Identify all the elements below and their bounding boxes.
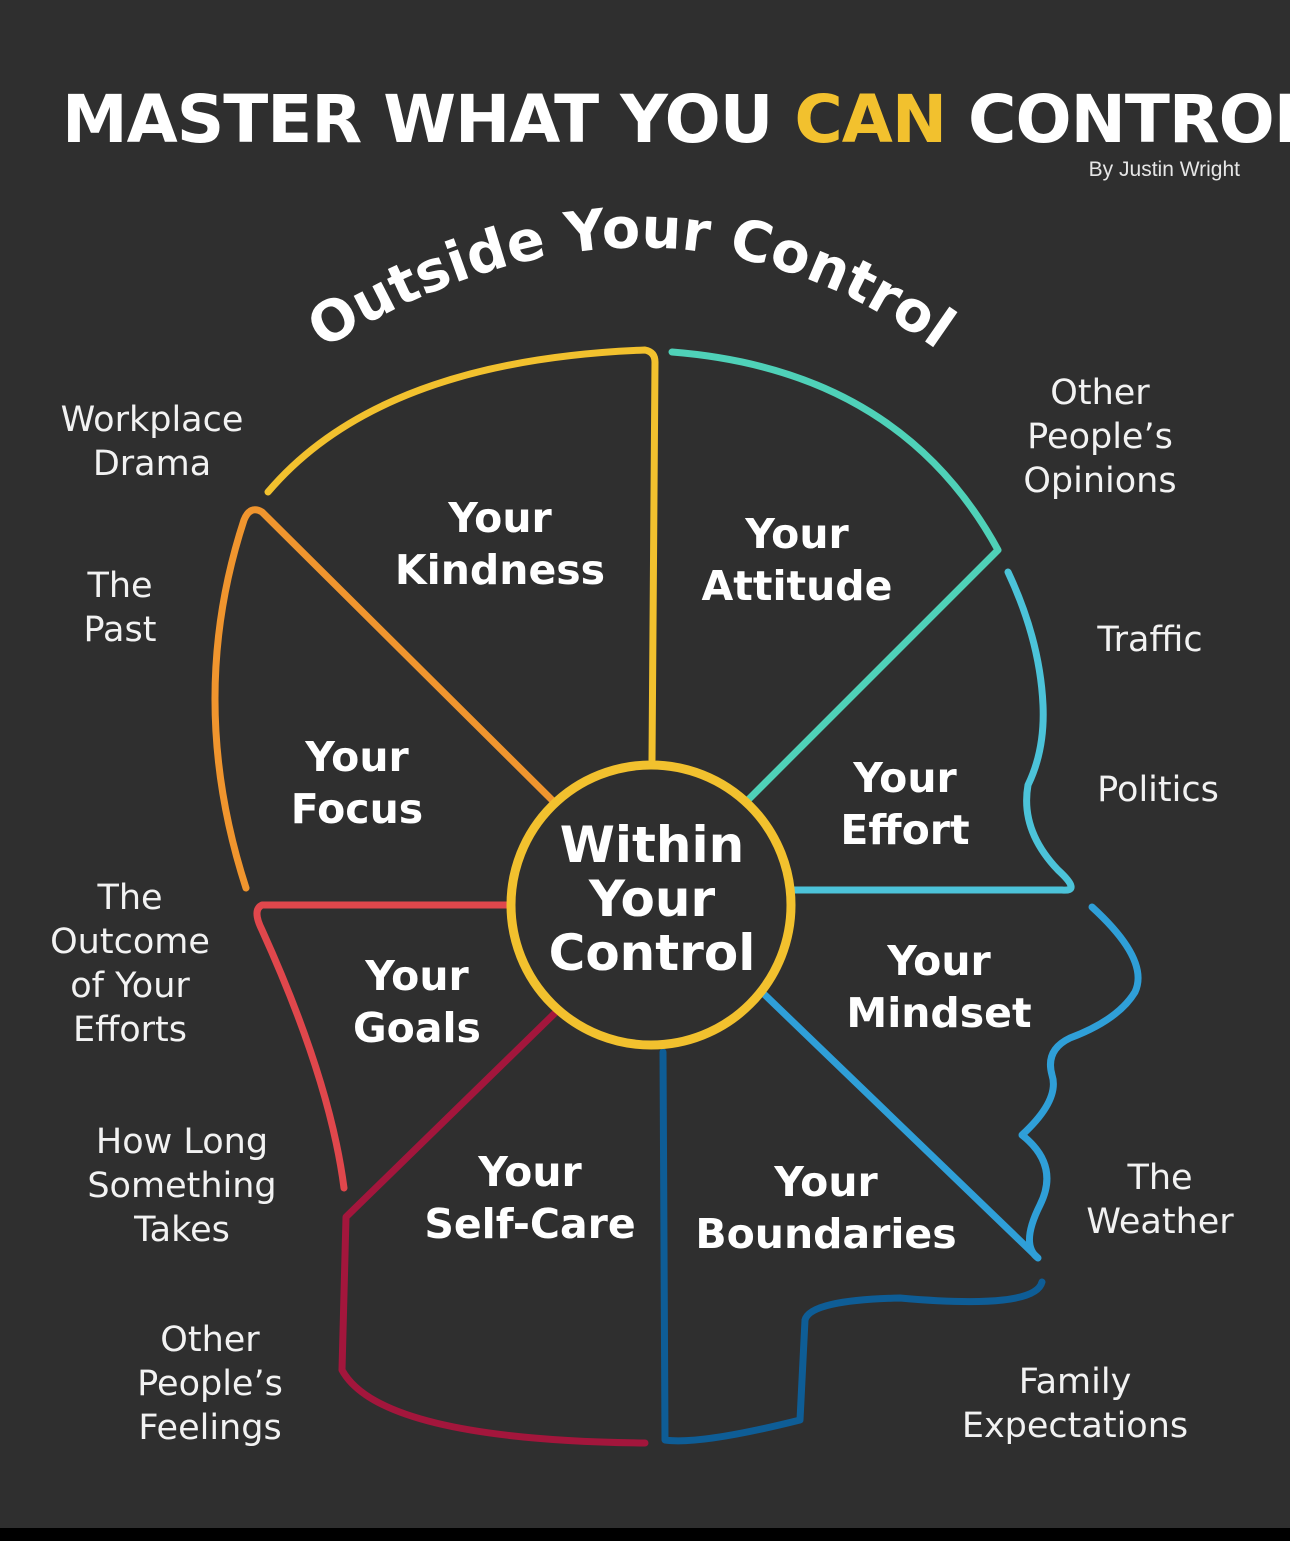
inside-item-focus: Your Focus: [290, 733, 424, 833]
outside-control-arc-label: Outside Your Control: [297, 196, 966, 361]
inside-item-mindset: Your Mindset: [846, 937, 1032, 1037]
mindset-outline: [761, 903, 1142, 1262]
inside-item-effort: Your Effort: [840, 754, 970, 854]
goals-outline: [253, 901, 512, 1192]
kindness-outline: [264, 346, 659, 764]
inside-item-goals: Your Goals: [353, 952, 481, 1052]
attitude-outline: [668, 348, 1002, 804]
effort-outline: [790, 568, 1075, 894]
outside-item-how-long-something-takes: How Long Something Takes: [87, 1122, 277, 1250]
boundaries-outline: [659, 1048, 1046, 1445]
outside-item-other-peoples-feelings: Other People’s Feelings: [137, 1320, 283, 1448]
inside-item-boundaries: Your Boundaries: [695, 1158, 957, 1258]
focus-outline: [211, 506, 556, 892]
center-label-within-your-control: Within Your Control: [548, 816, 756, 982]
page-title: MASTER WHAT YOU CAN CONTROL: [62, 81, 1290, 158]
title-accent: CAN: [794, 81, 947, 158]
outside-item-traffic: Traffic: [1097, 620, 1203, 660]
outside-item-outcome-of-efforts: The Outcome of Your Efforts: [50, 878, 210, 1050]
author-byline: By Justin Wright: [1088, 158, 1240, 181]
bottom-bar: [0, 1528, 1290, 1541]
inside-item-self-care: Your Self-Care: [424, 1148, 636, 1248]
outside-item-the-weather: The Weather: [1086, 1158, 1234, 1242]
inside-item-kindness: Your Kindness: [394, 494, 606, 594]
outside-item-workplace-drama: Workplace Drama: [60, 400, 244, 484]
center-circle: [506, 760, 796, 1050]
selfcare-outline: [338, 1008, 649, 1447]
outside-item-other-peoples-opinions: Other People’s Opinions: [1023, 373, 1177, 501]
outside-item-the-past: The Past: [83, 566, 157, 650]
outside-item-politics: Politics: [1097, 770, 1219, 810]
inside-item-attitude: Your Attitude: [701, 510, 893, 610]
outside-item-family-expectations: Family Expectations: [961, 1362, 1189, 1446]
